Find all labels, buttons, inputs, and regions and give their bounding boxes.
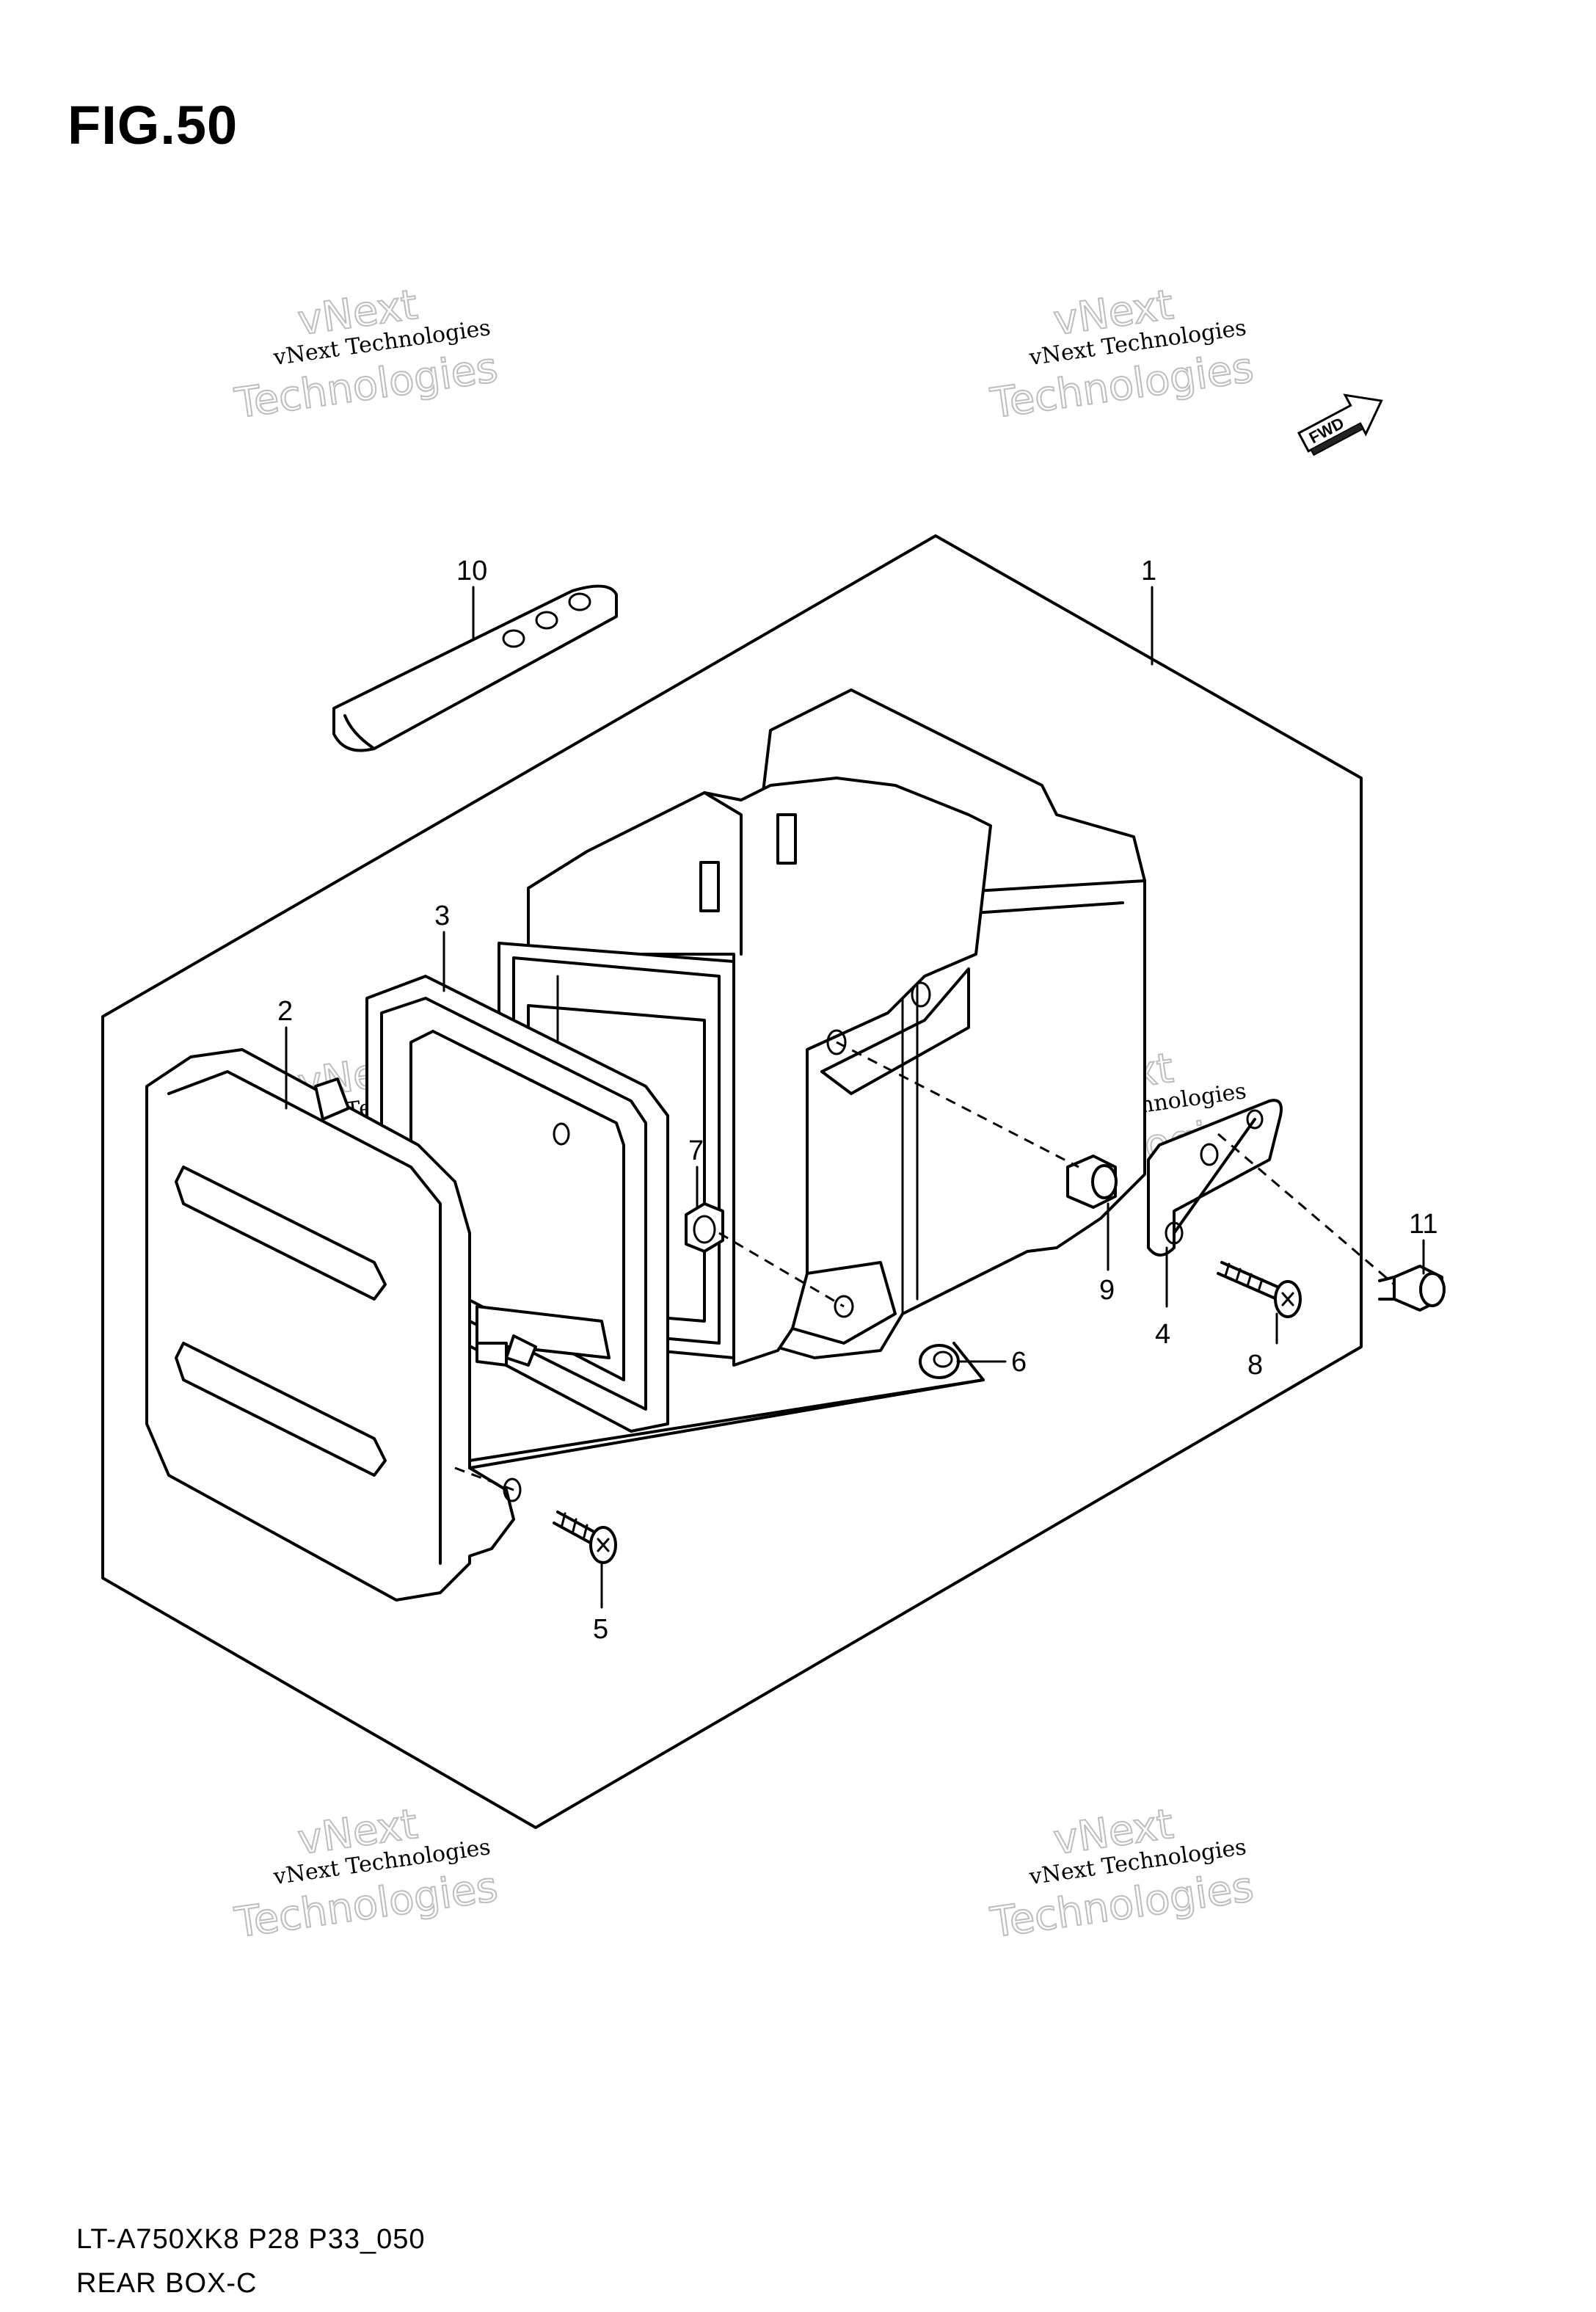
callout-5: 5 [593, 1614, 608, 1645]
callout-6: 6 [1011, 1347, 1027, 1378]
assembly-lines [454, 1041, 1395, 1491]
callout-9: 9 [1099, 1275, 1115, 1306]
callout-3: 3 [434, 901, 450, 931]
model-code: LT-A750XK8 P28 P33_050 [76, 2224, 426, 2255]
fwd-arrow-icon: FWD [1297, 393, 1383, 457]
callout-10: 10 [456, 556, 487, 586]
watermark-top-right: vNext vNext Technologies Technologies [987, 280, 1257, 429]
leader-lines [285, 586, 1425, 1609]
callout-1: 1 [1141, 556, 1156, 586]
callout-8: 8 [1247, 1350, 1263, 1381]
screw-8 [1217, 1261, 1302, 1318]
callout-4: 4 [1155, 1319, 1170, 1350]
washer-nut-6 [919, 1344, 960, 1379]
bolt-11 [1378, 1265, 1446, 1312]
callout-2: 2 [277, 996, 293, 1027]
figure-title: FIG.50 [68, 95, 238, 156]
rear-box-body [527, 688, 1146, 1367]
grommet-7 [685, 1202, 724, 1253]
watermark-bottom-right: vNext vNext Technologies Technologies [987, 1800, 1257, 1948]
front-lid [145, 1048, 522, 1602]
collar-9 [1066, 1155, 1118, 1209]
strap-part [332, 584, 618, 752]
latch-blocks [475, 1305, 611, 1367]
watermark-bottom-left: vNext vNext Technologies Technologies [231, 1800, 501, 1948]
kit-boundary [101, 534, 1363, 1829]
callout-7: 7 [688, 1135, 704, 1166]
screw-5 [553, 1511, 617, 1564]
watermark-top-left: vNext vNext Technologies Technologies [231, 280, 501, 429]
callout-11: 11 [1409, 1209, 1438, 1240]
part-name: REAR BOX-C [76, 2268, 258, 2299]
